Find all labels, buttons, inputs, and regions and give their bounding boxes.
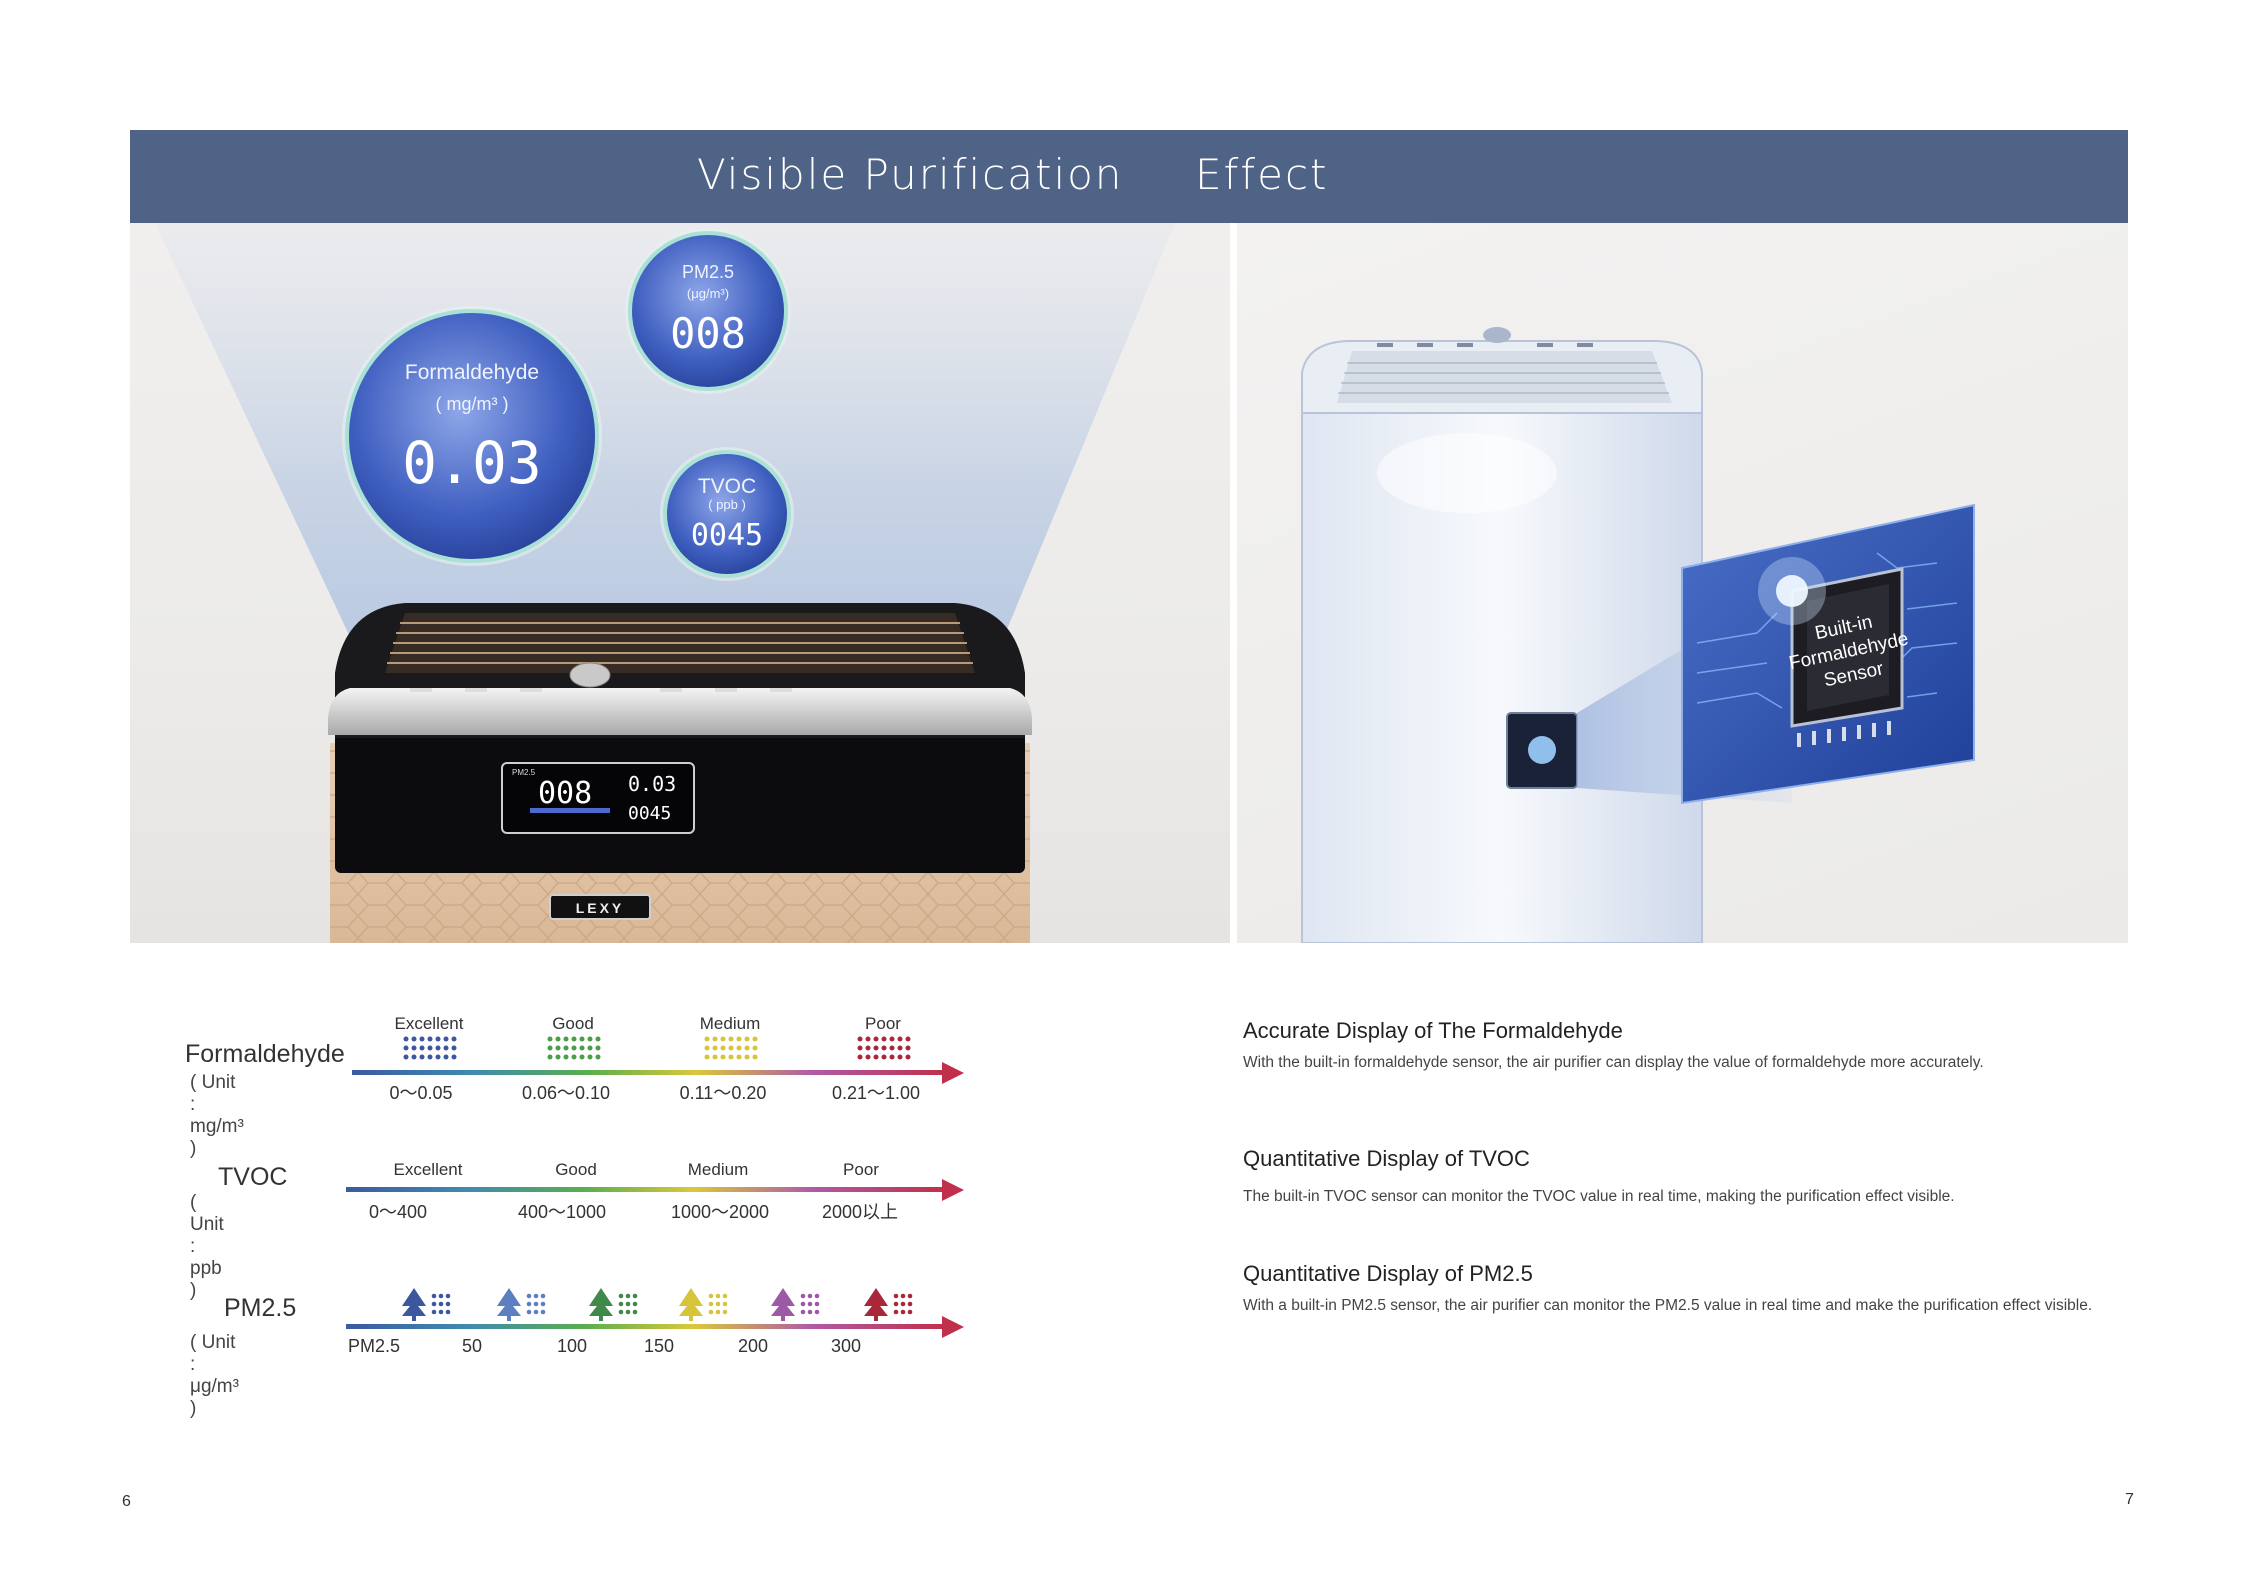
arrow-head-icon [942,1179,964,1201]
feature-block: Quantitative Display of PM2.5 With a bui… [1243,1261,2103,1317]
feature-description: With the built-in formaldehyde sensor, t… [1243,1054,1984,1071]
arrow-head-icon [942,1062,964,1084]
scale-tvoc-range: 2000以上 [821,1202,899,1222]
top-grille [385,613,975,673]
scale-tvoc-arrow [346,1187,944,1192]
bubble-pm25-value: 008 [670,309,746,358]
page-number-left: 6 [122,1493,131,1510]
bubble-tvoc: TVOC ( ppb ) 0045 [660,447,794,581]
bubble-tvoc-unit: ( ppb ) [708,497,746,512]
feature-block: Quantitative Display of TVOC The built-i… [1243,1146,2103,1208]
hero-left-panel: PM2.5 008 0.03 0045 LEXY Formaldehyde ( … [130,223,1230,943]
scale-tvoc-range: 1000～2000 [670,1202,770,1222]
scale-formaldehyde-unit: ( Unit : mg/m³ ) [190,1072,244,1159]
lcd-tvoc-value: 0045 [628,803,671,824]
purifier-transparent [1301,327,1703,943]
scale-tvoc-name: TVOC [218,1163,288,1191]
scale-formaldehyde-range: 0.11～0.20 [679,1083,767,1103]
bubble-formaldehyde-value: 0.03 [402,429,542,497]
bubble-formaldehyde-unit: ( mg/m³ ) [436,394,509,414]
page-number-right: 7 [2125,1491,2134,1508]
lcd-pm-value: 008 [538,776,592,811]
scale-formaldehyde-level: Medium [699,1014,761,1033]
dots-good [547,1036,601,1060]
dots-excellent [403,1036,457,1060]
bubble-formaldehyde-label: Formaldehyde [405,361,539,384]
scale-formaldehyde-arrow [352,1070,944,1075]
brand-plate [549,894,651,920]
arrow-head-icon [942,1316,964,1338]
banner-title-right: Effect [1195,150,1329,199]
purifier-trim [328,688,1032,735]
scale-pm25-tick: 150 [644,1336,675,1356]
sensor-illustration: Built-in Formaldehyde Sensor [1301,327,1975,943]
scale-tvoc-level: Poor [843,1160,879,1179]
lcd-display: PM2.5 008 0.03 0045 [501,762,695,834]
dots-medium [704,1036,758,1060]
scale-tvoc-range: 0～400 [368,1202,428,1222]
tree-dots-icon [402,1288,451,1321]
tree-dots-icon [589,1288,638,1321]
feature-block: Accurate Display of The Formaldehyde Wit… [1243,1018,2103,1074]
scale-pm25-tick: 100 [557,1336,588,1356]
lcd-pm-label: PM2.5 [512,768,536,777]
control-buttons [410,662,792,692]
scale-formaldehyde-range: 0.21～1.00 [831,1083,921,1103]
feature-title: Accurate Display of The Formaldehyde [1243,1018,1623,1043]
scale-pm25-tick: 50 [462,1336,483,1356]
scale-formaldehyde-range: 0～0.05 [389,1083,453,1103]
banner-title-left: Visible Purification [697,150,1124,199]
tree-dots-icon [497,1288,546,1321]
scale-tvoc-unit: ( Unit : ppb ) [190,1192,224,1301]
scale-formaldehyde-level: Excellent [394,1014,464,1033]
scale-formaldehyde-level: Good [552,1014,594,1033]
scale-pm25-arrow [346,1324,944,1329]
dots-poor [857,1036,911,1060]
pm25-air-icons [402,1288,913,1321]
feature-title: Quantitative Display of TVOC [1243,1146,1530,1171]
feature-description: With a built-in PM2.5 sensor, the air pu… [1243,1297,2093,1314]
feature-description: The built-in TVOC sensor can monitor the… [1243,1188,1955,1205]
scale-tvoc-level: Good [555,1160,597,1179]
scale-pm25-tick: PM2.5 [348,1336,401,1356]
bubble-tvoc-label: TVOC [698,475,756,498]
header-banner: Visible Purification Effect [130,130,2128,223]
tree-dots-icon [771,1288,820,1321]
scale-formaldehyde-range: 0.06～0.10 [521,1083,611,1103]
scale-pm25-name: PM2.5 [224,1294,297,1322]
bubble-pm25-label: PM2.5 [682,262,734,282]
brand-logo: LEXY [576,900,625,916]
scale-tvoc-level: Medium [687,1160,749,1179]
feature-title: Quantitative Display of PM2.5 [1243,1261,1533,1286]
scale-pm25-tick: 300 [831,1336,862,1356]
bubble-pm25-unit: (μg/m³) [687,286,729,301]
scale-tvoc-range: 400～1000 [517,1202,607,1222]
sensor-chip-panel: Built-in Formaldehyde Sensor [1681,503,1975,805]
hero-right-panel: Built-in Formaldehyde Sensor [1237,223,2128,943]
bubble-formaldehyde: Formaldehyde ( mg/m³ ) 0.03 [342,306,602,566]
scale-pm25-tick: 200 [738,1336,769,1356]
tree-dots-icon [864,1288,913,1321]
tree-dots-icon [679,1288,728,1321]
lcd-hcho-value: 0.03 [628,772,676,796]
bubble-tvoc-value: 0045 [691,518,763,553]
scale-tvoc-level: Excellent [393,1160,463,1179]
scale-formaldehyde-level: Poor [865,1014,901,1033]
purifier-illustration: PM2.5 008 0.03 0045 LEXY Formaldehyde ( … [155,223,1175,943]
scale-pm25-unit: ( Unit : μg/m³ ) [190,1332,239,1419]
bubble-pm25: PM2.5 (μg/m³) 008 [625,228,791,394]
scale-formaldehyde-name: Formaldehyde [185,1040,345,1068]
